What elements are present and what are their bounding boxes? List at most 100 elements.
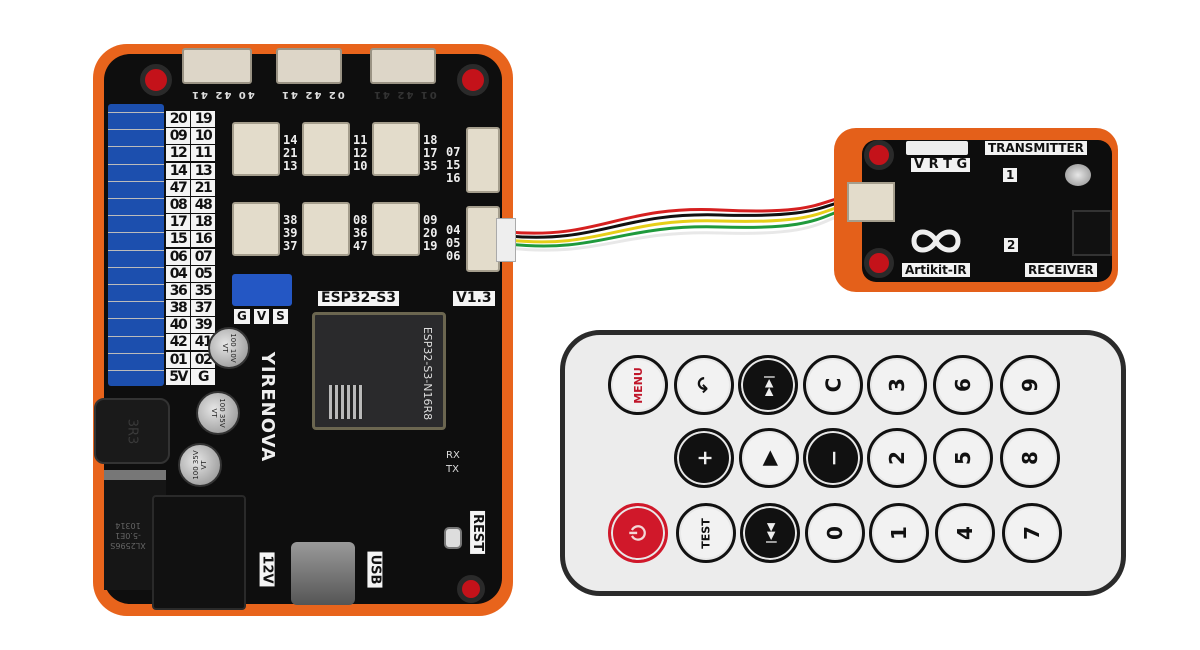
ir-pin-header	[906, 141, 968, 155]
remote-button-label: ▶▶|	[761, 374, 775, 396]
mount-hole	[457, 575, 485, 603]
header-pin	[108, 249, 164, 251]
tx-label: TX	[446, 464, 459, 475]
pin-label: 19	[423, 239, 438, 253]
pin-label: 16	[446, 171, 461, 185]
remote-button[interactable]: 9	[1000, 355, 1060, 415]
remote-button[interactable]: |◀◀	[740, 503, 800, 563]
remote-button-label: C	[821, 377, 845, 393]
pin-label: 12	[166, 145, 190, 162]
capacitor: 100 35V VT	[196, 391, 240, 435]
pin-label: 21	[191, 179, 215, 196]
remote-button[interactable]: ▶	[739, 428, 799, 488]
header-pin	[108, 335, 164, 337]
pin-label: 05	[191, 265, 215, 282]
remote-button-label: −	[820, 449, 845, 467]
remote-button[interactable]: 5	[933, 428, 993, 488]
remote-button[interactable]: 2	[867, 428, 927, 488]
pin-label: 05	[446, 236, 461, 250]
remote-button[interactable]: 4	[935, 503, 995, 563]
cap-label: 100 35V VT	[210, 398, 226, 428]
remote-button[interactable]: −	[803, 428, 863, 488]
pin-label: 38	[283, 213, 298, 227]
jst-connector	[302, 122, 350, 176]
usb-c-port[interactable]	[291, 542, 355, 605]
pin-label: 11	[191, 145, 215, 162]
pin-label: 17	[166, 214, 190, 231]
mount-hole	[140, 64, 172, 96]
pin-label: 04	[446, 223, 461, 237]
ir-receiver-sensor	[1072, 210, 1112, 256]
module-text: ESP32-S3-N16R8	[421, 326, 435, 421]
side-connector-labels: 07 15 16	[446, 146, 460, 185]
receiver-label: RECEIVER	[1025, 263, 1097, 277]
remote-button[interactable]: C	[803, 355, 863, 415]
pin-label: 36	[166, 282, 190, 299]
remote-button[interactable]: 7	[1002, 503, 1062, 563]
dc-jack	[152, 495, 246, 610]
pin-label: 16	[191, 231, 215, 248]
reset-button[interactable]	[444, 527, 462, 549]
remote-button[interactable]: 6	[933, 355, 993, 415]
pin-label: 47	[353, 239, 368, 253]
ir-connector	[847, 182, 895, 222]
header-pin	[108, 266, 164, 268]
pin-label: 15	[446, 158, 461, 172]
mark-2: 2	[1004, 238, 1019, 252]
remote-button[interactable]: +	[674, 428, 734, 488]
mark-1: 1	[1003, 168, 1018, 182]
pin-label: 42	[166, 334, 190, 351]
remote-button-label: +	[691, 449, 716, 467]
jst-connector	[372, 122, 420, 176]
brand-text: YIRENOVA	[257, 351, 278, 463]
pin-label: 40	[166, 317, 190, 334]
capacitor: 100 35V VT	[178, 443, 222, 487]
remote-button[interactable]: 8	[1000, 428, 1060, 488]
gpio-pin-header	[108, 104, 164, 386]
remote-button-label: 0	[822, 526, 847, 540]
remote-button[interactable]: 1	[869, 503, 929, 563]
mount-hole	[864, 140, 894, 170]
pin-label: 14	[166, 162, 190, 179]
remote-button-label: 3	[884, 378, 909, 392]
pin-label: 37	[283, 239, 298, 253]
power-label: 12V	[259, 552, 275, 587]
top-connector	[276, 48, 342, 84]
pin-label: 19	[191, 111, 215, 127]
header-pin	[108, 112, 164, 113]
remote-button-label: 1	[886, 526, 911, 540]
side-connector	[466, 127, 500, 193]
remote-button[interactable]: ↶	[674, 355, 734, 415]
remote-button[interactable]: 0	[805, 503, 865, 563]
rx-label: RX	[446, 450, 460, 461]
header-pin	[108, 301, 164, 303]
pin-label: 10	[191, 128, 215, 145]
mount-hole	[457, 64, 489, 96]
remote-button-label: 6	[950, 378, 975, 392]
pin-label: 20	[166, 111, 190, 127]
remote-button[interactable]: ⏻	[608, 503, 668, 563]
remote-button[interactable]: 3	[867, 355, 927, 415]
version-label: V1.3	[453, 291, 495, 306]
remote-button-label: 9	[1017, 378, 1042, 392]
jumper-label: V	[253, 309, 270, 324]
reset-label: REST	[470, 510, 486, 555]
side-connector	[466, 206, 500, 272]
jst-connector	[232, 122, 280, 176]
pin-label: G	[191, 368, 215, 385]
top-connector	[182, 48, 252, 84]
mount-hole	[864, 248, 894, 278]
remote-button[interactable]: ▶▶|	[738, 355, 798, 415]
pin-label: 15	[166, 231, 190, 248]
remote-button[interactable]: MENU	[608, 355, 668, 415]
pin-label: 37	[191, 300, 215, 317]
remote-button-label: 2	[884, 451, 909, 465]
jumper-block[interactable]	[232, 274, 292, 306]
remote-button[interactable]: TEST	[676, 503, 736, 563]
header-pin	[108, 146, 164, 148]
pin-label: 09	[166, 128, 190, 145]
